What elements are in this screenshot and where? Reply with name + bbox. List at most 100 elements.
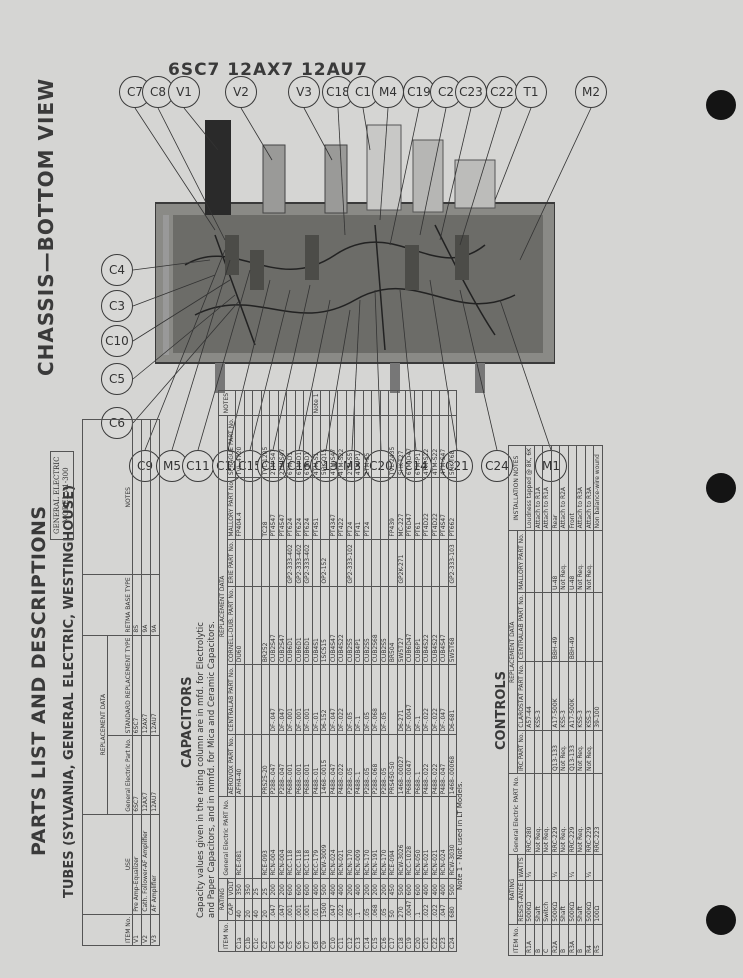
cell: [244, 664, 253, 735]
cell: [534, 592, 543, 662]
controls-header-group: REPLACEMENT DATA: [508, 530, 517, 774]
cell: [559, 854, 568, 881]
tubes-table-header: ITEM No. USE REPLACEMENT DATA RETMA BASE…: [82, 419, 133, 946]
cell: C1c: [252, 920, 261, 952]
cell: [593, 854, 602, 881]
cell: [150, 419, 160, 575]
cell: [380, 539, 389, 587]
cell: 6TM-D47: [405, 415, 414, 478]
callout-c9: C9: [129, 450, 161, 482]
cell: BR504: [388, 586, 397, 665]
cell: [278, 390, 287, 416]
cell: ¼: [525, 854, 534, 881]
cell: [252, 539, 261, 587]
controls-header-notes: INSTALLATION NOTES: [508, 445, 526, 531]
caps-header-cornell: CORNELL-DUB. PART No.: [227, 586, 236, 665]
cell: GP2K-271: [397, 539, 406, 587]
cell: RCN-021: [422, 796, 431, 879]
cell: RCN-004: [269, 796, 278, 879]
cell: 600: [286, 878, 295, 899]
callout-c20: C20: [365, 450, 397, 482]
controls-header-item: ITEM No.: [508, 924, 526, 956]
controls-header-rating: RATING: [508, 854, 517, 925]
cell: C9: [320, 920, 329, 952]
cell: .047: [439, 898, 448, 921]
cell: [244, 734, 253, 797]
cell: 4TM-S22: [431, 415, 440, 478]
cell: DF-.047: [329, 664, 338, 735]
cell: PT4547: [269, 477, 278, 540]
callout-c3: C3: [101, 290, 133, 322]
parts-list-title: PARTS LIST AND DESCRIPTIONS: [28, 505, 50, 856]
cell: P488-.047: [439, 734, 448, 797]
cell: 350: [235, 878, 244, 899]
cell: DF-.1: [414, 664, 423, 735]
cell: [388, 664, 397, 735]
cell: CUB2S47: [278, 586, 287, 665]
cell: [525, 730, 534, 774]
cell: 25: [252, 878, 261, 899]
cell: .047: [278, 898, 287, 921]
cell: PT4347: [329, 477, 338, 540]
punch-hole-top: [706, 90, 736, 120]
cell: R4: [585, 924, 594, 956]
cell: RCN-170: [346, 796, 355, 879]
cell: RRC-223: [593, 773, 602, 855]
tubes-header-group: REPLACEMENT DATA: [82, 635, 108, 815]
cell: BBH-49: [551, 592, 560, 662]
cell: RRC-280: [525, 773, 534, 855]
table-row: V3 AF Amplifier 12AU7 12AU7 9A: [150, 419, 160, 946]
cell: CUB4P1: [354, 586, 363, 665]
cell: RCE-081: [235, 796, 244, 879]
capacity-note-line2: and Paper Capacitors, and in mmfd. for M…: [207, 621, 217, 918]
cell: [244, 477, 253, 540]
caps-header-centralab: CENTRALAB PART No.: [227, 664, 236, 735]
cell: 4TM-S22: [422, 415, 431, 478]
cell: V1: [132, 914, 142, 946]
controls-header-mallory: MALLORY PART No.: [517, 530, 526, 593]
cell: PT624: [295, 477, 304, 540]
cell: RCN-170: [363, 796, 372, 879]
cell: [534, 530, 543, 593]
cell: 200: [371, 878, 380, 899]
cell: 680: [448, 898, 457, 921]
cell: P288-.047: [269, 734, 278, 797]
cell: RCC-118: [295, 796, 304, 879]
cell: 600: [414, 878, 423, 899]
cell: C2: [261, 920, 270, 952]
cell: PT41: [354, 477, 363, 540]
cell: Switch: [542, 880, 551, 925]
cell: 9A: [150, 574, 160, 636]
tubes-header-base: RETMA BASE TYPE: [82, 574, 133, 636]
cell: Cath. Follower-AF Amplifier: [141, 814, 151, 915]
cell: DF-.068: [371, 664, 380, 735]
cell: 6TM-D1: [303, 415, 312, 478]
cell: PT61: [414, 477, 423, 540]
cell: DF-.022: [422, 664, 431, 735]
cell: [380, 390, 389, 416]
table-row: V1 Pre Amp-Equalizer 6SC7 6SC7 8S: [132, 419, 142, 946]
cell: PT422: [337, 477, 346, 540]
cell: 450: [388, 878, 397, 899]
cell: KSS-3: [585, 661, 594, 731]
cell: 400: [354, 878, 363, 899]
cell: DF-.1: [354, 664, 363, 735]
cell: PT4547: [278, 477, 287, 540]
cell: P288-.05: [363, 734, 372, 797]
cell: AFH4-40: [235, 734, 244, 797]
cell: [380, 415, 389, 478]
cell: TVL-1205: [261, 415, 270, 478]
cell: .01: [312, 898, 321, 921]
cell: 40: [235, 898, 244, 921]
cell: DF-.001: [286, 664, 295, 735]
cell: Not Req.: [585, 530, 594, 593]
cell: PT6D47: [405, 477, 414, 540]
controls-header-watts: WATTS: [517, 854, 526, 881]
